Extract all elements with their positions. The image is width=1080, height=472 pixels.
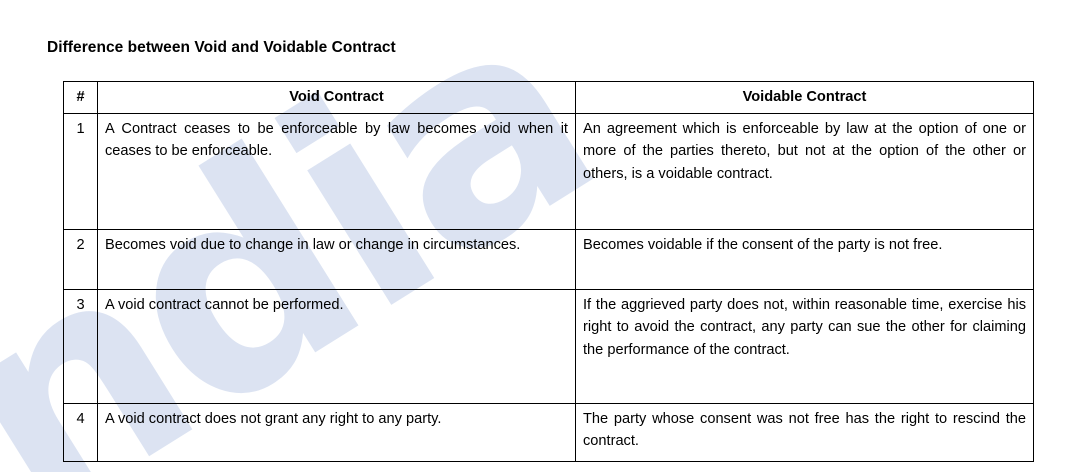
void-contract-cell: Becomes void due to change in law or cha… bbox=[97, 229, 576, 291]
row-number-cell: 1 bbox=[63, 113, 98, 231]
voidable-contract-cell: An agreement which is enforceable by law… bbox=[575, 113, 1034, 231]
void-contract-text: A Contract ceases to be enforceable by l… bbox=[105, 121, 568, 160]
void-contract-cell: A void contract cannot be performed. bbox=[97, 289, 576, 405]
voidable-contract-text: The party whose consent was not free has… bbox=[583, 411, 1026, 450]
void-contract-text: A void contract does not grant any right… bbox=[105, 411, 442, 428]
voidable-contract-cell: Becomes voidable if the consent of the p… bbox=[575, 229, 1034, 291]
table-row: 3 A void contract cannot be performed. I… bbox=[63, 289, 1034, 405]
voidable-contract-text: An agreement which is enforceable by law… bbox=[583, 121, 1026, 182]
row-number-cell: 2 bbox=[63, 229, 98, 291]
void-contract-cell: A void contract does not grant any right… bbox=[97, 403, 576, 463]
voidable-contract-cell: The party whose consent was not free has… bbox=[575, 403, 1034, 463]
column-header-void-contract: Void Contract bbox=[97, 80, 576, 115]
void-contract-text: A void contract cannot be performed. bbox=[105, 297, 344, 314]
table-row: 1 A Contract ceases to be enforceable by… bbox=[63, 113, 1034, 231]
table-header: # Void Contract Voidable Contract bbox=[63, 80, 1034, 115]
voidable-contract-cell: If the aggrieved party does not, within … bbox=[575, 289, 1034, 405]
row-number-cell: 3 bbox=[63, 289, 98, 405]
table-header-row: # Void Contract Voidable Contract bbox=[63, 80, 1034, 115]
void-vs-voidable-comparison-table: # Void Contract Voidable Contract 1 A Co… bbox=[63, 80, 1034, 463]
voidable-contract-text: Becomes voidable if the consent of the p… bbox=[583, 237, 943, 254]
table-row: 4 A void contract does not grant any rig… bbox=[63, 403, 1034, 463]
table-row: 2 Becomes void due to change in law or c… bbox=[63, 229, 1034, 291]
row-number-cell: 4 bbox=[63, 403, 98, 463]
table-body: 1 A Contract ceases to be enforceable by… bbox=[63, 113, 1034, 463]
voidable-contract-text: If the aggrieved party does not, within … bbox=[583, 297, 1026, 358]
column-header-voidable-contract: Voidable Contract bbox=[575, 80, 1034, 115]
void-contract-cell: A Contract ceases to be enforceable by l… bbox=[97, 113, 576, 231]
void-contract-text: Becomes void due to change in law or cha… bbox=[105, 237, 521, 254]
column-header-number: # bbox=[63, 80, 98, 115]
page-title: Difference between Void and Voidable Con… bbox=[47, 39, 396, 56]
